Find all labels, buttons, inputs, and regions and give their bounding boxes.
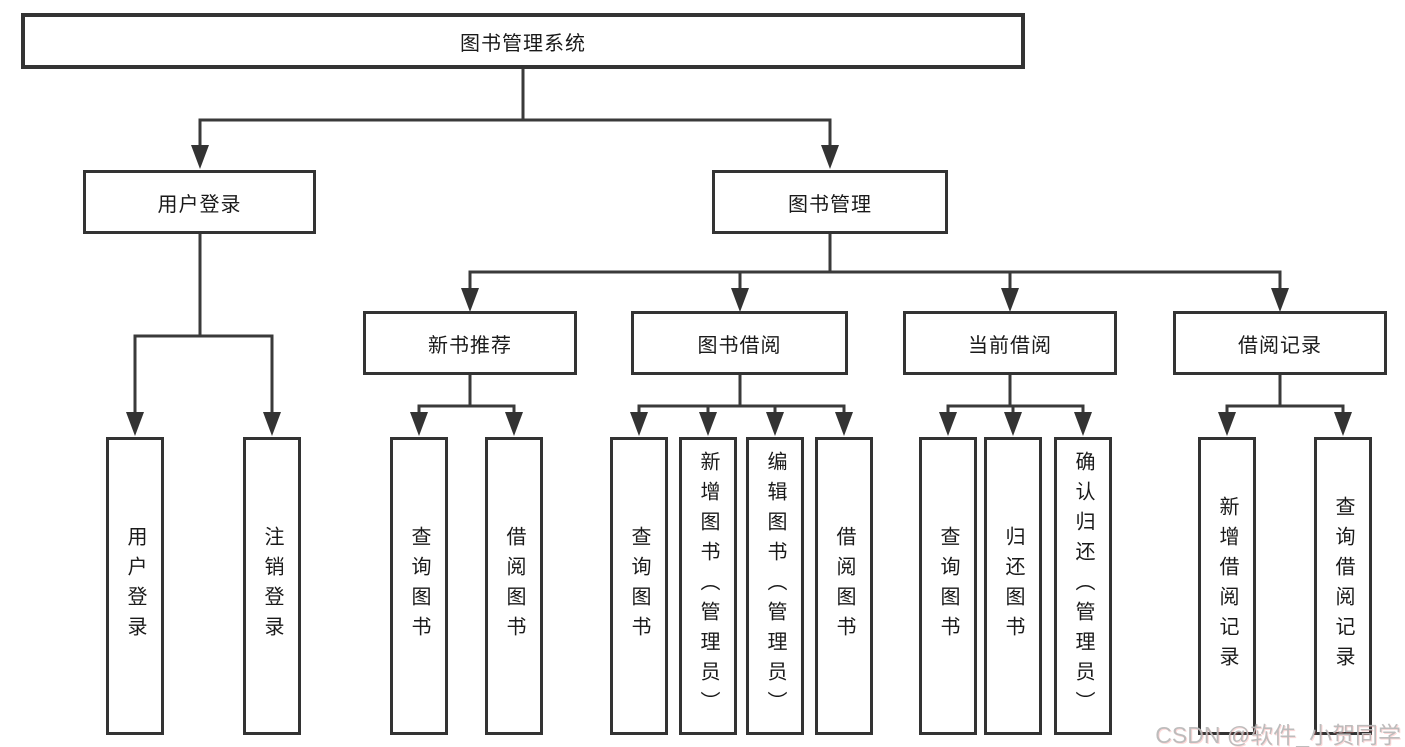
node-new-book-recommend-label: 新书推荐 [428,334,512,357]
node-user-login: 用户登录 [83,170,316,234]
watermark: CSDN @软件_小贺同学 [1155,722,1401,747]
node-book-borrow-label: 图书借阅 [697,334,782,357]
leaf-logout: 注销登录 [243,437,301,735]
leaf-bb-borrow-book-label: 借阅图书 [833,526,855,646]
leaf-cb-confirm-return-admin: 确认归还（管理员） [1054,437,1112,735]
leaf-cb-return-book: 归还图书 [984,437,1042,735]
leaf-bb-add-book-admin: 新增图书（管理员） [679,437,737,735]
leaf-bb-add-book-admin-label: 新增图书（管理员） [697,451,719,721]
node-system: 图书管理系统 [21,13,1025,69]
node-new-book-recommend: 新书推荐 [363,311,577,375]
node-book-management-label: 图书管理 [788,193,872,216]
leaf-br-add-record-label: 新增借阅记录 [1216,496,1238,676]
node-user-login-label: 用户登录 [157,193,242,216]
node-book-management: 图书管理 [712,170,948,234]
node-current-borrow: 当前借阅 [903,311,1117,375]
node-borrow-records: 借阅记录 [1173,311,1387,375]
leaf-br-query-record-label: 查询借阅记录 [1332,496,1354,676]
leaf-bb-query-book-label: 查询图书 [628,526,650,646]
leaf-nbr-query-book: 查询图书 [390,437,448,735]
leaf-br-query-record: 查询借阅记录 [1314,437,1372,735]
node-system-label: 图书管理系统 [460,32,586,55]
leaf-nbr-borrow-book-label: 借阅图书 [503,526,525,646]
leaf-br-add-record: 新增借阅记录 [1198,437,1256,735]
node-borrow-records-label: 借阅记录 [1238,334,1322,357]
leaf-nbr-query-book-label: 查询图书 [408,526,430,646]
leaf-user-login-label: 用户登录 [124,526,146,646]
node-book-borrow: 图书借阅 [631,311,848,375]
leaf-bb-borrow-book: 借阅图书 [815,437,873,735]
leaf-bb-edit-book-admin-label: 编辑图书（管理员） [764,451,786,721]
leaf-logout-label: 注销登录 [261,526,283,646]
leaf-user-login: 用户登录 [106,437,164,735]
leaf-bb-edit-book-admin: 编辑图书（管理员） [746,437,804,735]
leaf-cb-query-book: 查询图书 [919,437,977,735]
connector-edges [133,69,1345,431]
leaf-cb-confirm-return-admin-label: 确认归还（管理员） [1072,451,1094,721]
leaf-nbr-borrow-book: 借阅图书 [485,437,543,735]
leaf-cb-query-book-label: 查询图书 [937,526,959,646]
arrowhead-icons [126,145,1352,436]
node-current-borrow-label: 当前借阅 [968,334,1052,357]
leaf-cb-return-book-label: 归还图书 [1002,526,1024,646]
leaf-bb-query-book: 查询图书 [610,437,668,735]
